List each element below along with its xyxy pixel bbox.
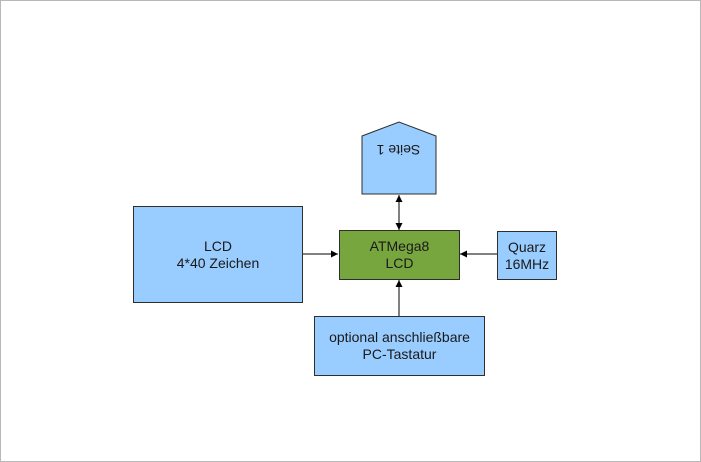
- crystal-title: Quarz: [507, 238, 547, 255]
- crystal-frequency: 16MHz: [504, 255, 550, 272]
- lcd-display-title: LCD: [203, 237, 232, 254]
- keyboard-box: optional anschließbare PC-Tastatur: [314, 316, 485, 376]
- keyboard-subtitle: PC-Tastatur: [362, 346, 437, 362]
- lcd-display-box: LCD 4*40 Zeichen: [133, 206, 303, 303]
- mcu-title: ATMega8: [369, 238, 430, 254]
- mcu-subtitle: LCD: [385, 255, 414, 271]
- page-connector-shape: [361, 121, 437, 195]
- mcu-box: ATMega8 LCD: [339, 230, 460, 280]
- keyboard-title: optional anschließbare: [329, 329, 470, 345]
- page-connector-label: Seite 1: [376, 142, 421, 158]
- lcd-display-subtitle: 4*40 Zeichen: [176, 254, 260, 271]
- crystal-box: Quarz 16MHz: [497, 231, 557, 280]
